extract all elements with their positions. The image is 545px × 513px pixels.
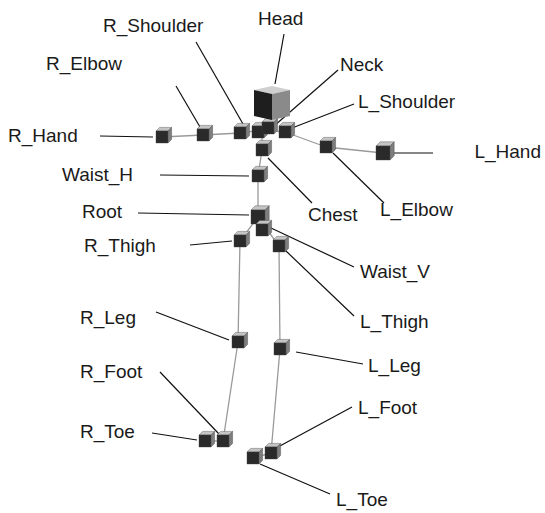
cube-face [234, 235, 246, 247]
cube-face [268, 140, 272, 156]
cube-face [277, 443, 281, 459]
cube-face [256, 144, 268, 156]
cube-face [286, 339, 290, 355]
cube-face [264, 166, 268, 182]
cube-face [268, 220, 272, 236]
cube-face [247, 452, 259, 464]
joint-label: L_Toe [336, 490, 388, 510]
joint-label: R_Foot [80, 362, 142, 382]
joint-label: R_Elbow [46, 54, 122, 74]
cube-face [197, 129, 209, 141]
cube-face [332, 137, 336, 153]
cube-face [256, 224, 268, 236]
joint-label: Neck [340, 55, 383, 75]
cube-face [376, 146, 390, 160]
cube-face [209, 125, 213, 141]
cube-face [291, 122, 295, 138]
joint-label: L_Foot [358, 398, 417, 418]
cube-face [217, 435, 229, 447]
cube-face [320, 141, 332, 153]
cube-face [199, 435, 211, 447]
joint-label: Waist_H [62, 165, 133, 185]
head-cube [254, 86, 290, 120]
cube-face [244, 332, 248, 348]
joint-label: R_Toe [80, 422, 135, 442]
cube-face [273, 240, 285, 252]
cube-face [285, 236, 289, 252]
cube-face [390, 142, 394, 160]
cube-face [168, 127, 172, 143]
cube-face [229, 431, 233, 447]
cube-face [232, 336, 244, 348]
cube-face [246, 231, 250, 247]
joint-label: L_Leg [368, 356, 421, 376]
joint-label: R_Shoulder [103, 16, 203, 36]
joint-label: L_Shoulder [358, 92, 455, 112]
cube-face [234, 127, 246, 139]
cube-face [279, 126, 291, 138]
cube-face [252, 170, 264, 182]
cube-face [246, 123, 250, 139]
cube-face [262, 122, 274, 134]
joint-label: R_Leg [80, 308, 136, 328]
joint-label: Root [82, 202, 122, 222]
cube-face [211, 431, 215, 447]
joint-label: Chest [308, 205, 358, 225]
joint-label: L_Hand [474, 142, 541, 162]
joint-label: Waist_V [360, 262, 430, 282]
joint-label: L_Thigh [360, 312, 429, 332]
joint-label: Head [258, 9, 303, 29]
joint-label: R_Hand [8, 126, 78, 146]
cube-face [156, 131, 168, 143]
cube-face [274, 118, 278, 134]
cube-face [259, 448, 263, 464]
joint-label: L_Elbow [380, 200, 453, 220]
cube-face [265, 447, 277, 459]
joint-label: R_Thigh [84, 236, 156, 256]
cube-face [274, 343, 286, 355]
